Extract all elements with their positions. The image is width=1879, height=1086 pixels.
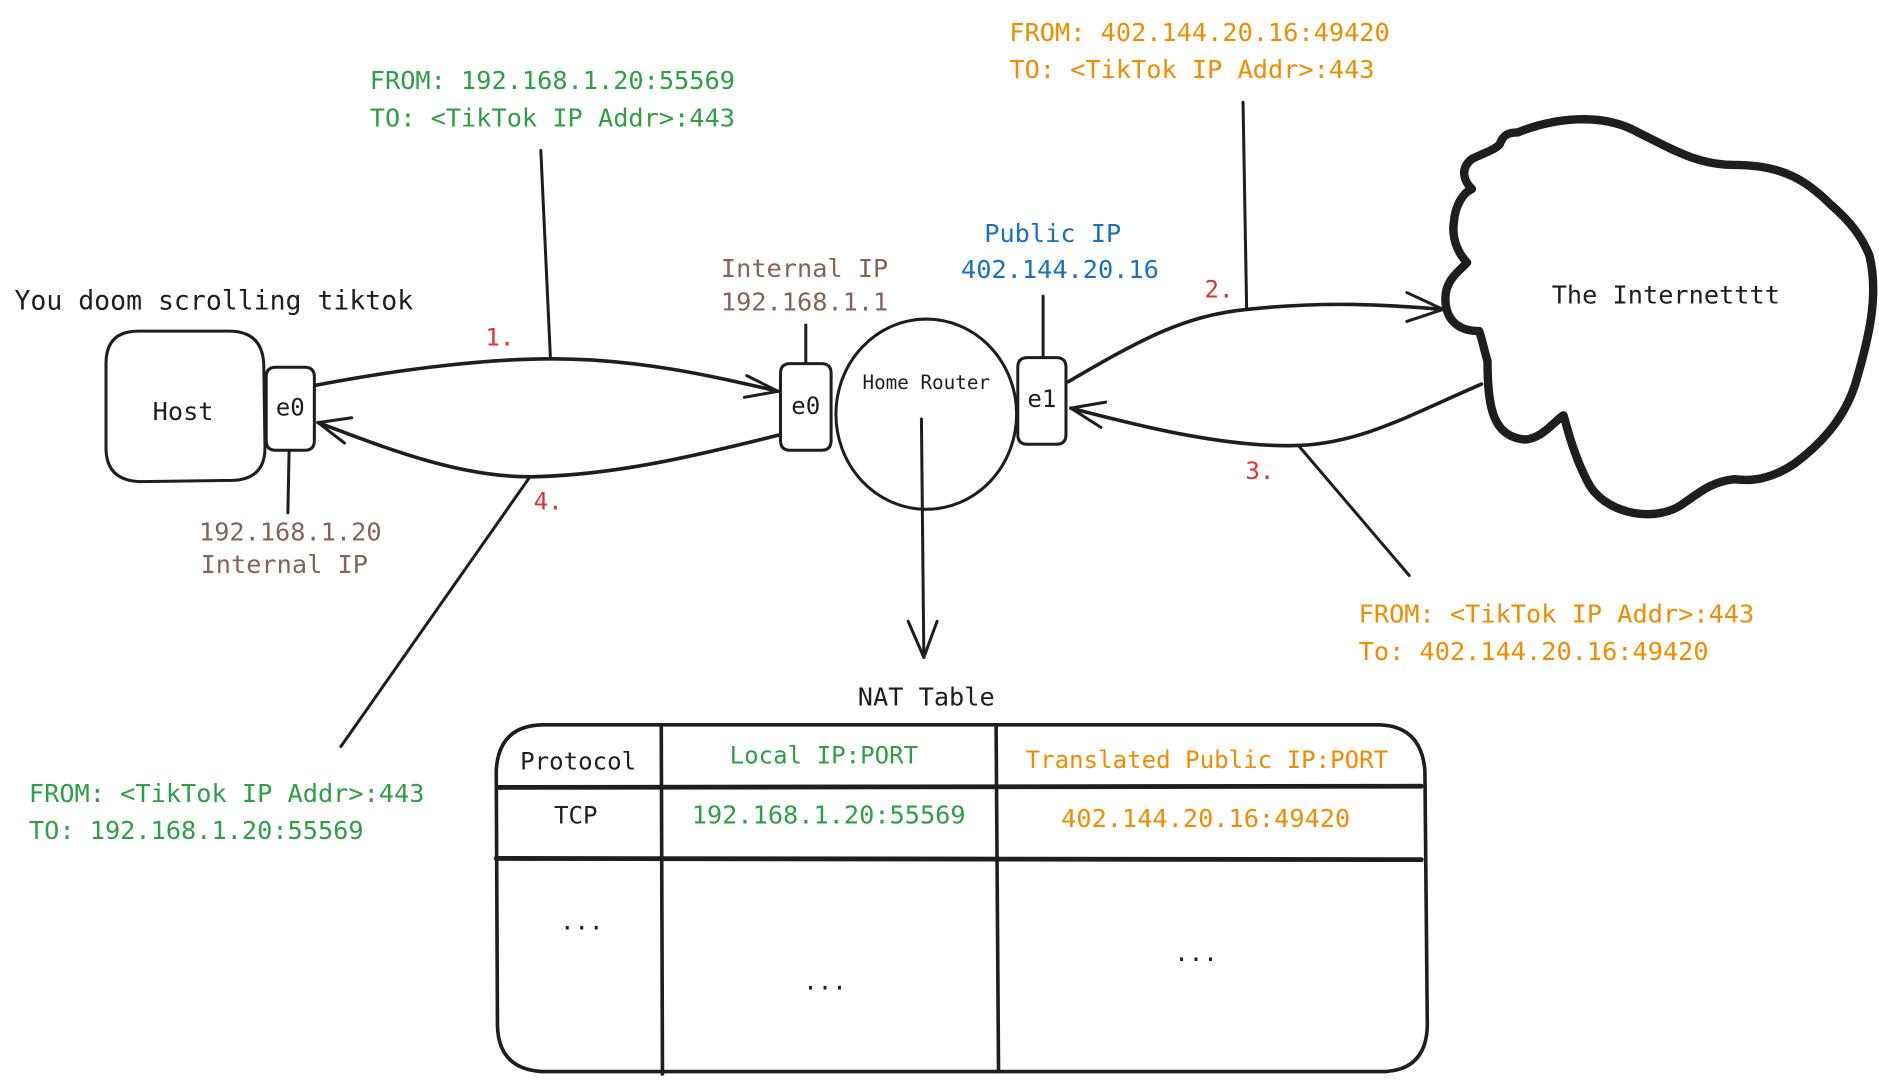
nat-row-divider-1 [495,783,1424,790]
step-2-to: TO: <TikTok IP Addr>:443 [1009,55,1374,84]
host-e0-box [264,365,316,452]
nat-header-local: Local IP:PORT [730,741,918,769]
host-ip-leader-line [286,449,291,515]
step-2-leader-line [1241,100,1249,311]
router-interface-e0[interactable]: e0 [779,362,833,452]
router-e0-box [779,362,833,452]
internet-cloud[interactable]: The Internetttt [1441,115,1878,519]
nat-table: Protocol Local IP:PORT Translated Public… [493,722,1430,1076]
link-step-4 [316,416,783,748]
link-step-1 [313,148,780,399]
host-box [104,329,267,484]
arrow-head-icon [906,619,939,659]
router-to-nat-arrow [906,417,939,659]
step-1-number: 1. [485,324,514,352]
step-2-from: FROM: 402.144.20.16:49420 [1009,18,1389,47]
arrow-head-icon [1069,400,1108,429]
router-node[interactable]: Home Router [834,317,1019,511]
step-1-from: FROM: 192.168.1.20:55569 [370,66,735,95]
router-internal-ip-label: Internal IP [721,254,888,283]
link-step-3 [1068,382,1484,578]
step-2-annotation: FROM: 402.144.20.16:49420 TO: <TikTok IP… [1009,18,1389,84]
host-ip-label: Internal IP [201,550,368,579]
step-3-number: 3. [1245,457,1274,485]
nat-table-border [494,722,1430,1074]
nat-table-title: NAT Table [858,683,995,712]
host-ip: 192.168.1.20 [199,518,382,547]
nat-table-row[interactable]: TCP 192.168.1.20:55569 402.144.20.16:494… [554,801,1350,834]
step-4-from: FROM: <TikTok IP Addr>:443 [29,779,425,808]
nat-cell-local: ... [803,968,847,996]
step-3-to: To: 402.144.20.16:49420 [1359,637,1709,666]
host-e0-label: e0 [276,393,305,421]
nat-table-row[interactable]: ... ... ... [560,907,1218,995]
step-4-to: TO: 192.168.1.20:55569 [29,816,364,845]
router-e1-box [1016,356,1068,446]
arrow-head-icon [316,416,354,445]
nat-cell-protocol: TCP [554,802,598,830]
step-3-leader-line [1296,443,1411,578]
nat-cell-protocol: ... [560,907,604,935]
step-2-number: 2. [1204,275,1233,303]
step-1-annotation: FROM: 192.168.1.20:55569 TO: <TikTok IP … [370,66,735,132]
internet-label: The Internetttt [1552,280,1780,309]
step-4-leader-line [339,475,532,748]
nat-cell-local: 192.168.1.20:55569 [692,801,966,830]
router-circle [834,317,1019,511]
host-caption: You doom scrolling tiktok [14,285,413,316]
router-e0-label: e0 [791,392,820,420]
nat-header-protocol: Protocol [520,747,636,775]
nat-cell-translated: 402.144.20.16:49420 [1061,804,1350,833]
step-3-annotation: FROM: <TikTok IP Addr>:443 To: 402.144.2… [1359,599,1755,665]
nat-table-header: Protocol Local IP:PORT Translated Public… [520,741,1388,775]
router-interface-e1[interactable]: e1 [1016,356,1068,446]
host-interface-e0[interactable]: e0 [264,365,316,452]
router-e1-label: e1 [1027,385,1056,413]
arrow-head-icon [1405,291,1445,323]
router-public-ip: 402.144.20.16 [961,255,1159,284]
router-internal-ip: 192.168.1.1 [721,288,888,317]
nat-row-divider-2 [493,856,1424,863]
nat-col-divider-2 [994,725,1001,1074]
step-3-from: FROM: <TikTok IP Addr>:443 [1359,599,1755,628]
link-step-2 [1066,100,1445,384]
host-node[interactable]: Host [104,329,267,484]
router-public-ip-label: Public IP [984,219,1121,248]
nat-header-translated: Translated Public IP:PORT [1026,746,1388,774]
step-4-number: 4. [534,487,563,515]
nat-cell-translated: ... [1174,939,1218,967]
host-label: Host [153,397,214,426]
nat-col-divider-1 [659,725,665,1076]
step-4-annotation: FROM: <TikTok IP Addr>:443 TO: 192.168.1… [29,779,425,845]
step-1-leader-line [539,148,552,361]
step-1-to: TO: <TikTok IP Addr>:443 [370,103,735,132]
router-label: Home Router [862,371,990,394]
cloud-shape [1441,115,1878,519]
arrow-head-icon [742,374,780,399]
